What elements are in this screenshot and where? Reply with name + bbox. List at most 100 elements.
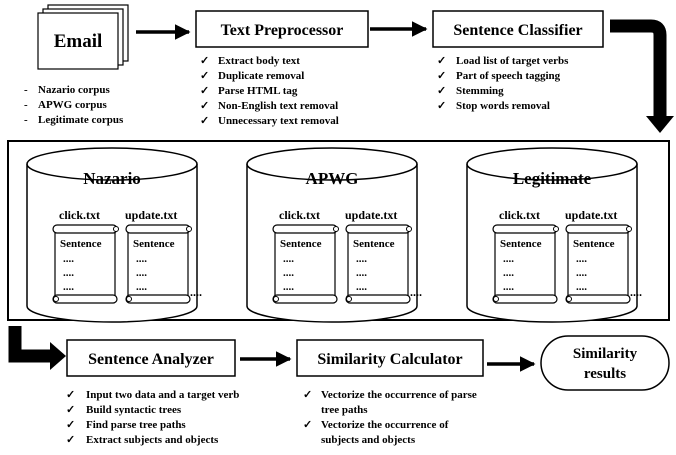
arrow-databases-to-analyzer (8, 326, 52, 363)
sentence-classifier-steps: ✓ Load list of target verbs ✓ Part of sp… (437, 55, 569, 112)
check-icon: ✓ (200, 85, 209, 97)
scroll-dots: .... (63, 281, 74, 293)
similarity-calculator-title: Similarity Calculator (317, 351, 462, 368)
calculator-step-cont: tree paths (321, 404, 368, 416)
more-files-ellipsis: .... (630, 285, 642, 299)
sentence-classifier-title: Sentence Classifier (453, 22, 582, 39)
classifier-step: Stemming (456, 85, 504, 97)
scroll-dots: .... (576, 281, 587, 293)
database-name: APWG (306, 169, 359, 188)
similarity-calculator-steps: ✓ Vectorize the occurrence of parse tree… (303, 389, 477, 446)
database-name: Nazario (83, 169, 141, 188)
check-icon: ✓ (437, 85, 446, 97)
scroll-dots: .... (356, 267, 367, 279)
preprocessor-step: Unnecessary text removal (218, 115, 339, 127)
text-preprocessor-title: Text Preprocessor (221, 22, 344, 39)
scroll-dots: .... (136, 253, 147, 265)
sentence-analyzer-box (66, 339, 236, 377)
scroll-dots: .... (356, 281, 367, 293)
scroll-sentence-label: Sentence (353, 238, 395, 250)
email-source-item: Legitimate corpus (38, 114, 124, 126)
similarity-results-line1: Similarity (573, 346, 638, 362)
text-preprocessor-box (195, 10, 369, 48)
check-icon: ✓ (66, 389, 75, 401)
preprocessor-step: Non-English text removal (218, 100, 338, 112)
sentence-scroll-icon: Sentence............ (52, 224, 119, 304)
check-icon: ✓ (200, 115, 209, 127)
sentence-analyzer-title: Sentence Analyzer (88, 351, 214, 368)
check-icon: ✓ (66, 404, 75, 416)
email-source-list: - Nazario corpus - APWG corpus - Legitim… (24, 84, 124, 126)
scroll-dots: .... (576, 267, 587, 279)
scroll-dots: .... (136, 281, 147, 293)
preprocessor-step: Duplicate removal (218, 70, 304, 82)
sentence-analyzer-steps: ✓ Input two data and a target verb ✓ Bui… (66, 389, 239, 446)
database-cylinder-apwg: APWG click.txt update.txtSentence.........… (246, 147, 422, 323)
sentence-scroll-icon: Sentence............ (125, 224, 192, 304)
text-preprocessor-steps: ✓ Extract body text ✓ Duplicate removal … (200, 55, 339, 127)
file-name-update: update.txt (125, 208, 177, 222)
analyzer-step: Find parse tree paths (86, 419, 186, 431)
preprocessor-step: Extract body text (218, 55, 300, 67)
more-files-ellipsis: .... (190, 285, 202, 299)
email-source-dash: - (24, 84, 28, 96)
calculator-step: Vectorize the occurrence of (321, 419, 449, 431)
sentence-scroll-icon: Sentence............ (565, 224, 632, 304)
scroll-dots: .... (503, 281, 514, 293)
calculator-step-cont: subjects and objects (321, 434, 416, 446)
arrow-databases-to-analyzer-head (50, 342, 66, 370)
scroll-sentence-label: Sentence (500, 238, 542, 250)
sentence-scroll-icon: Sentence............ (492, 224, 559, 304)
scroll-dots: .... (63, 253, 74, 265)
check-icon: ✓ (303, 419, 312, 431)
scroll-dots: .... (503, 267, 514, 279)
preprocessor-step: Parse HTML tag (218, 85, 298, 97)
email-source-item: Nazario corpus (38, 84, 111, 96)
email-source-dash: - (24, 114, 28, 126)
scroll-dots: .... (63, 267, 74, 279)
more-files-ellipsis: .... (410, 285, 422, 299)
check-icon: ✓ (200, 70, 209, 82)
database-name: Legitimate (513, 169, 592, 188)
classifier-step: Load list of target verbs (456, 55, 569, 67)
scroll-dots: .... (283, 267, 294, 279)
sentence-classifier-box (432, 10, 604, 48)
scroll-sentence-label: Sentence (60, 238, 102, 250)
scroll-dots: .... (283, 253, 294, 265)
arrow-classifier-to-databases (610, 19, 667, 118)
check-icon: ✓ (66, 434, 75, 446)
scroll-dots: .... (576, 253, 587, 265)
email-source-dash: - (24, 99, 28, 111)
check-icon: ✓ (303, 389, 312, 401)
email-document-stack-icon (37, 4, 129, 70)
classifier-step: Part of speech tagging (456, 70, 561, 82)
scroll-dots: .... (283, 281, 294, 293)
check-icon: ✓ (200, 55, 209, 67)
check-icon: ✓ (200, 100, 209, 112)
scroll-dots: .... (356, 253, 367, 265)
check-icon: ✓ (437, 55, 446, 67)
email-title: Email (54, 31, 103, 52)
file-name-click: click.txt (59, 208, 100, 222)
scroll-sentence-label: Sentence (133, 238, 175, 250)
analyzer-step: Build syntactic trees (86, 404, 182, 416)
check-icon: ✓ (437, 100, 446, 112)
scroll-sentence-label: Sentence (573, 238, 615, 250)
file-name-click: click.txt (279, 208, 320, 222)
similarity-results-box (540, 335, 670, 391)
database-group: Nazario click.txt update.txtSentence......… (26, 147, 642, 323)
email-source-item: APWG corpus (38, 99, 107, 111)
analyzer-step: Extract subjects and objects (86, 434, 219, 446)
check-icon: ✓ (437, 70, 446, 82)
scroll-dots: .... (136, 267, 147, 279)
analyzer-step: Input two data and a target verb (86, 389, 239, 401)
classifier-step: Stop words removal (456, 100, 550, 112)
arrow-classifier-to-databases-head (646, 116, 674, 133)
file-name-update: update.txt (345, 208, 397, 222)
file-name-update: update.txt (565, 208, 617, 222)
scroll-sentence-label: Sentence (280, 238, 322, 250)
similarity-calculator-box (296, 339, 484, 377)
calculator-step: Vectorize the occurrence of parse (321, 389, 477, 401)
